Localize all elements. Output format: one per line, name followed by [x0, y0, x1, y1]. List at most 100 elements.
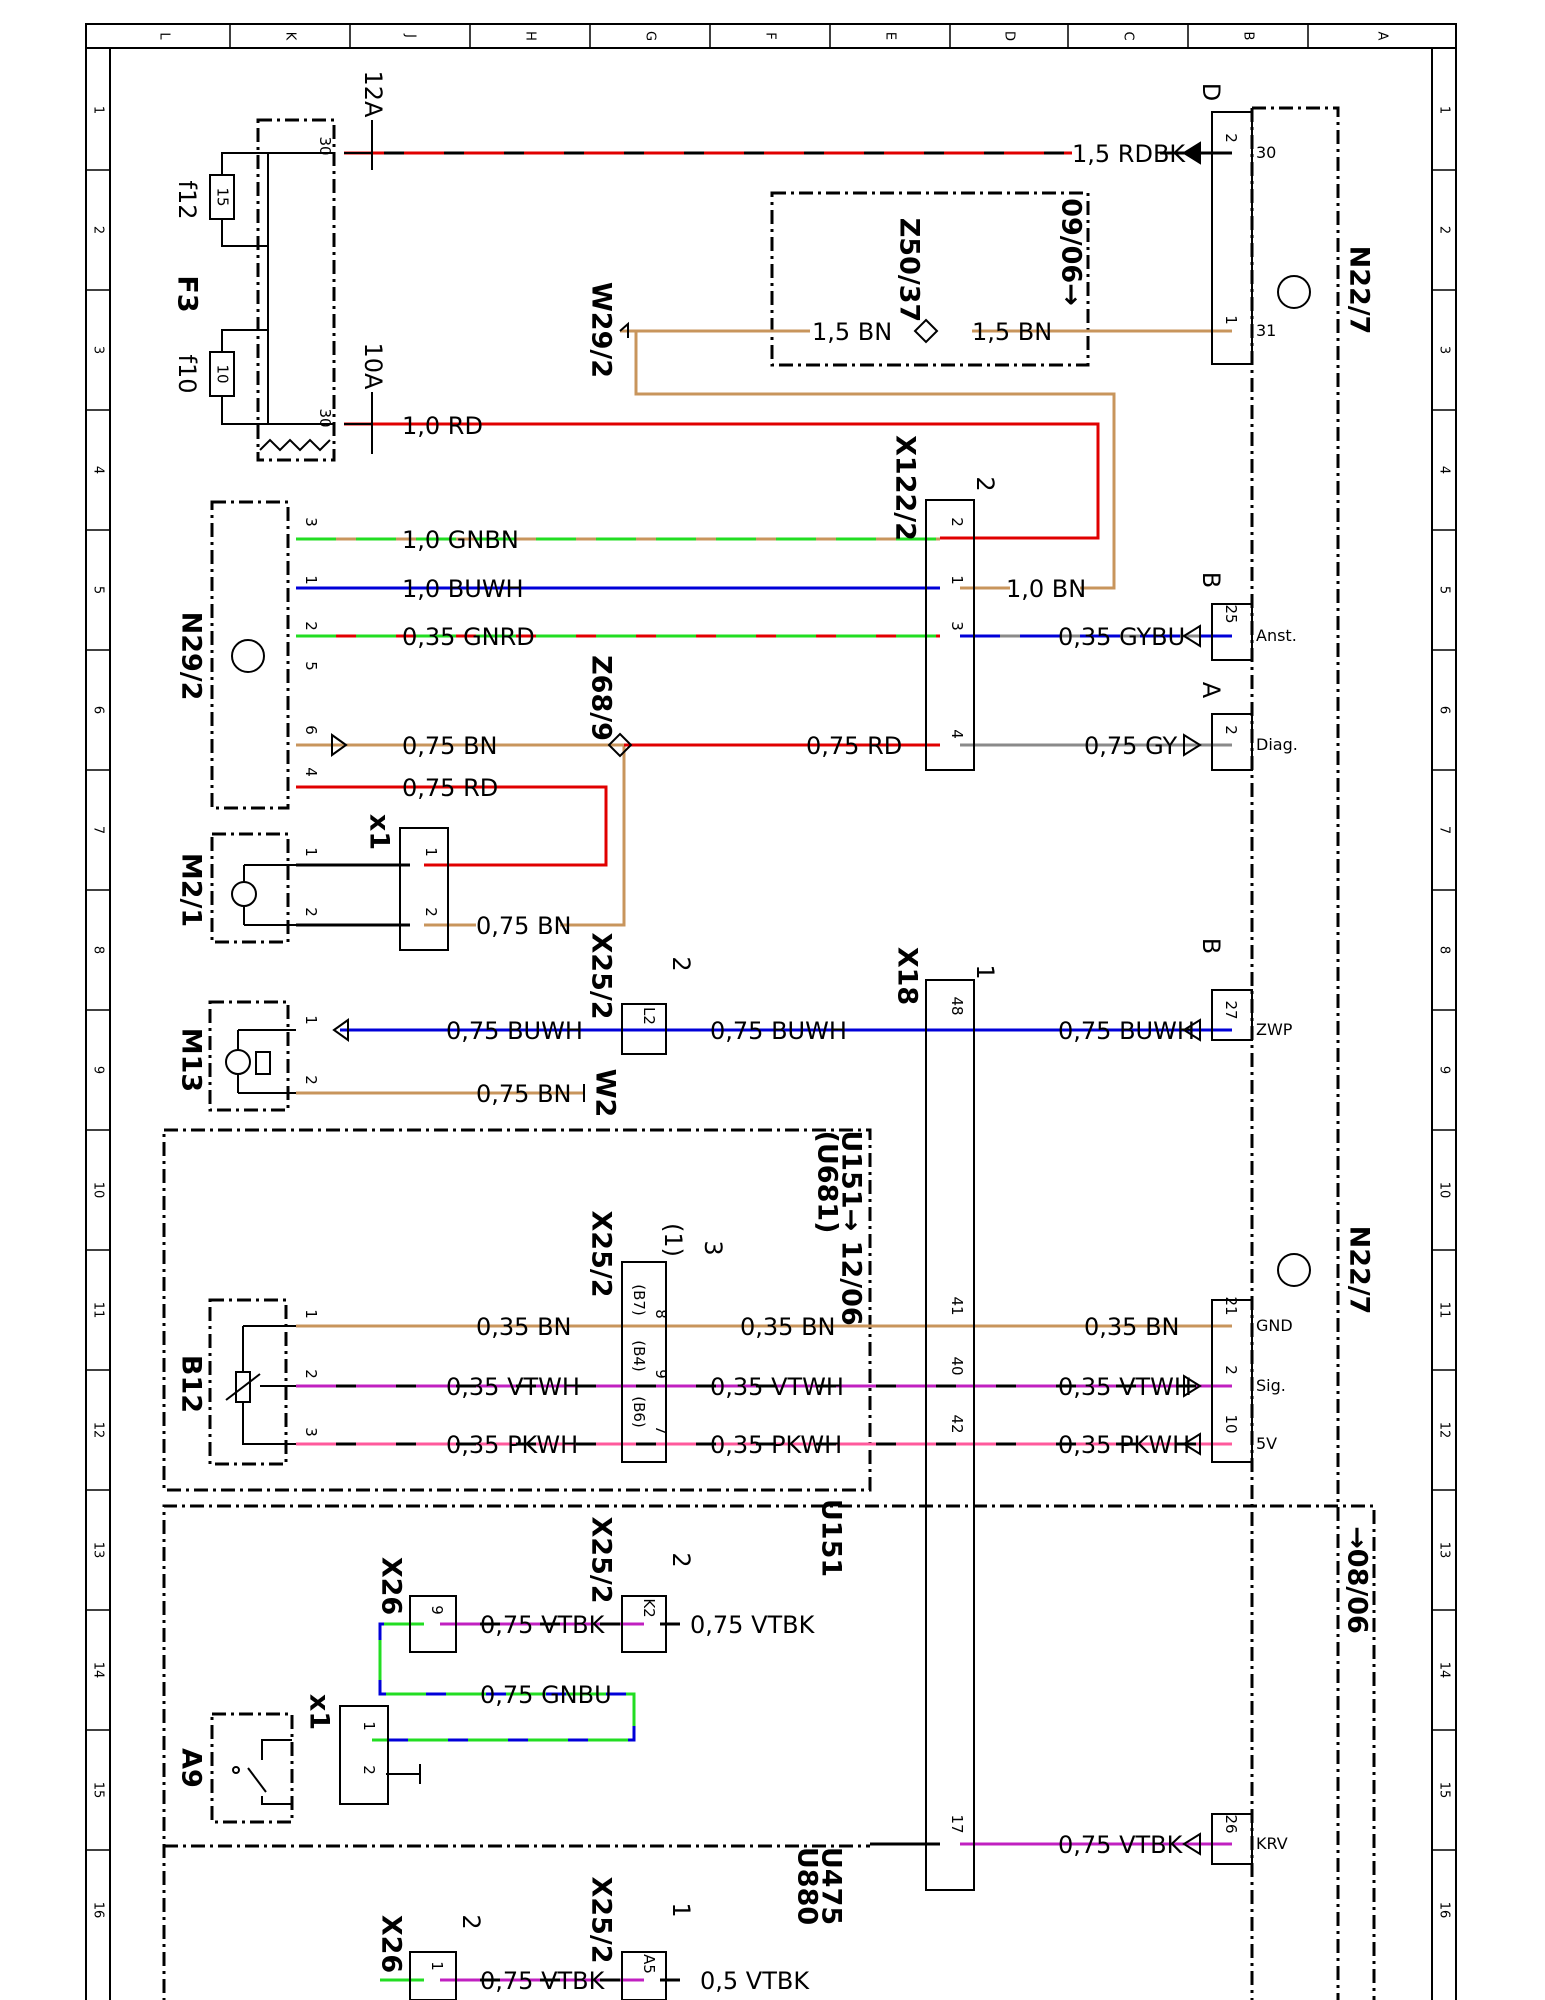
wire-label-0-75-rd-b: 0,75 RD — [402, 774, 498, 802]
pin-n22-10: 10 — [1222, 1414, 1240, 1433]
arrow-zwp-icon — [1182, 1018, 1201, 1042]
pin-labels: 30 31 Anst. Diag. ZWP GND Sig. 5V KRV 2 … — [302, 133, 1298, 1974]
pin-x1-1: 1 — [422, 847, 440, 857]
wire-label-0-75-gy: 0,75 GY — [1084, 732, 1177, 760]
label-conn-a: A — [1197, 682, 1225, 699]
wires — [296, 151, 1232, 1982]
grid-row-14: 14 — [91, 1662, 106, 1679]
pin-n22-2c: 2 — [1222, 1365, 1240, 1375]
grid-column-dividers — [229, 24, 1309, 48]
grid-col-E: E — [883, 32, 898, 40]
wire-label-0-75-bn-b: 0,75 BN — [476, 912, 571, 940]
pin-n22-1: 1 — [1222, 315, 1240, 325]
label-w2: W2 — [590, 1069, 621, 1118]
grid-col-D: D — [1002, 31, 1017, 41]
label-date-0906: 09/06→ — [1056, 198, 1087, 306]
grid-row-5: 5 — [91, 586, 106, 594]
grid-row-2-right: 2 — [1437, 226, 1452, 234]
pin-n29-4: 4 — [302, 767, 320, 777]
label-u151-range: U151→ 12/06 — [836, 1130, 867, 1325]
label-w29-2: W29/2 — [586, 282, 617, 378]
wire-label-1-5-rdbk: 1,5 RDBK — [1072, 140, 1186, 168]
grid-row-7-right: 7 — [1437, 826, 1452, 834]
label-10a: 10A — [359, 343, 387, 391]
grid-col-L: L — [157, 32, 172, 40]
wire-label-0-5-vtbk: 0,5 VTBK — [700, 1967, 810, 1995]
potentiometer-icon — [225, 1325, 296, 1445]
grid-col-K: K — [283, 32, 298, 41]
label-x25-2-d: X25/2 — [586, 1876, 617, 1963]
pin-x1b-2: 2 — [360, 1765, 378, 1775]
grid-row-8-right: 8 — [1437, 946, 1452, 954]
label-conn-b-1: B — [1197, 572, 1225, 588]
pin-x25-b4: (B4) — [630, 1340, 648, 1372]
grid-row-9: 9 — [91, 1066, 106, 1074]
grid-row-3-right: 3 — [1437, 346, 1452, 354]
pin-n22-anst: Anst. — [1256, 626, 1297, 645]
grid-row-12-right: 12 — [1437, 1422, 1452, 1439]
pin-m13-1: 1 — [302, 1015, 320, 1025]
wire-label-0-75-rd: 0,75 RD — [806, 732, 902, 760]
wire-label-0-75-bn-w2: 0,75 BN — [476, 1080, 571, 1108]
label-x25-2-b: X25/2 — [586, 1210, 617, 1297]
pin-n29-2: 2 — [302, 621, 320, 631]
grid-col-A: A — [1375, 32, 1390, 41]
wire-0-75-bn-z68 — [296, 743, 626, 927]
pin-x18-48: 48 — [948, 996, 966, 1015]
pin-x25-8: 8 — [652, 1309, 670, 1319]
pin-f3-30b: 30 — [316, 408, 334, 427]
label-x25-2-a: X25/2 — [586, 932, 617, 1019]
wire-label-1-5-bn-a: 1,5 BN — [812, 318, 892, 346]
pin-n22-25: 25 — [1222, 604, 1240, 623]
wire-label-1-0-buwh: 1,0 BUWH — [402, 575, 524, 603]
label-z50-37: Z50/37 — [894, 218, 925, 323]
grid-row-dividers — [86, 169, 1456, 1851]
label-x25-conn-a: 2 — [667, 956, 695, 971]
pin-b12-2: 2 — [302, 1369, 320, 1379]
grid-col-B: B — [1241, 32, 1256, 41]
m2-1-boundary — [210, 832, 290, 944]
grid-col-C: C — [1121, 31, 1136, 40]
label-conn-b-2: B — [1197, 938, 1225, 954]
grid-row-2: 2 — [91, 226, 106, 234]
wire-label-0-75-vtbk-a: 0,75 VTBK — [480, 1611, 606, 1639]
grid-row-11-right: 11 — [1437, 1302, 1452, 1319]
grid-row-8: 8 — [91, 946, 106, 954]
label-x26-b: X26 — [376, 1915, 407, 1973]
pin-b12-1: 1 — [302, 1309, 320, 1319]
arrow-gybu-icon — [1182, 624, 1201, 648]
wire-label-0-75-gnbu: 0,75 GNBU — [480, 1681, 612, 1709]
pin-n22-2a: 2 — [1222, 133, 1240, 143]
pin-x18-41: 41 — [948, 1296, 966, 1315]
grid-row-1: 1 — [91, 106, 106, 114]
wire-label-0-75-vtbk-b: 0,75 VTBK — [690, 1611, 816, 1639]
pin-x18-42: 42 — [948, 1414, 966, 1433]
wire-label-0-75-buwh-a: 0,75 BUWH — [446, 1017, 583, 1045]
pin-x122-4: 4 — [948, 729, 966, 739]
label-x18-conn: 1 — [971, 964, 999, 979]
grid-row-11: 11 — [91, 1302, 106, 1319]
label-x25-conn-c: 2 — [667, 1552, 695, 1567]
grid-col-G: G — [643, 31, 658, 41]
wire-1-0-rd — [344, 422, 1100, 540]
pin-n29-1: 1 — [302, 575, 320, 585]
label-m13: M13 — [176, 1028, 207, 1092]
b12-boundary — [208, 1298, 288, 1466]
ground-w29-icon — [619, 321, 629, 338]
pin-n22-26: 26 — [1222, 1814, 1240, 1833]
grid-row-14-right: 14 — [1437, 1662, 1452, 1679]
grid-row-15: 15 — [91, 1782, 106, 1799]
f3-boundary — [256, 118, 336, 462]
x25-2-k2 — [621, 1595, 667, 1653]
pin-x25-b6: (B6) — [630, 1396, 648, 1428]
label-x1b: x1 — [304, 1694, 335, 1730]
component-boundaries — [162, 106, 1376, 2000]
grid-row-4: 4 — [91, 466, 106, 474]
wire-label-0-75-bn: 0,75 BN — [402, 732, 497, 760]
grid-row-7: 7 — [91, 826, 106, 834]
pin-x25-k2: K2 — [640, 1598, 658, 1617]
grid-row-labels-left: 1 2 3 4 5 6 7 8 9 10 11 12 13 14 15 16 — [91, 106, 106, 1918]
motor-icon — [231, 864, 296, 926]
pin-n22-diag: Diag. — [1256, 735, 1298, 754]
drawing-frame — [85, 23, 1457, 2000]
